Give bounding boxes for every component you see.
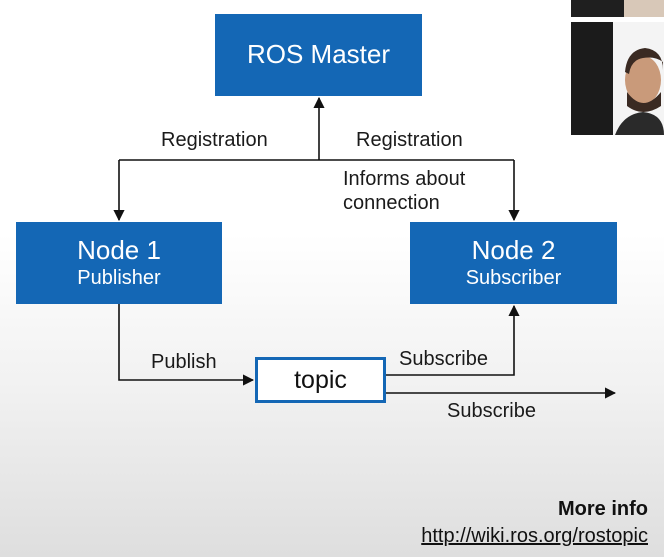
rostopic-wiki-link[interactable]: http://wiki.ros.org/rostopic [421, 525, 648, 547]
node2-title: Node 2 [471, 234, 556, 265]
node1-box: Node 1 Publisher [16, 222, 222, 304]
webcam-thumbnail-top [571, 0, 664, 17]
publish-label: Publish [151, 351, 217, 373]
registration-label-right: Registration [356, 129, 463, 151]
informs-line1: Informs about [343, 168, 466, 190]
topic-label: topic [294, 365, 347, 394]
webcam-presenter-video [571, 22, 664, 135]
informs-line2: connection [343, 192, 440, 214]
registration-label-left: Registration [161, 129, 268, 151]
topic-box: topic [255, 357, 386, 403]
ros-master-box: ROS Master [215, 14, 422, 96]
subscribe-label-node2: Subscribe [399, 348, 488, 370]
informs-label: Informs about connection [343, 167, 465, 215]
node2-box: Node 2 Subscriber [410, 222, 617, 304]
node1-role: Publisher [77, 267, 161, 290]
presenter-avatar-icon [615, 48, 664, 135]
node1-title: Node 1 [77, 234, 161, 265]
ros-master-label: ROS Master [246, 39, 391, 70]
node2-role: Subscriber [465, 267, 562, 290]
subscribe-arrow-node2 [386, 304, 520, 376]
publish-arrow [118, 304, 255, 386]
subscribe-label-other: Subscribe [447, 400, 536, 422]
more-info-heading: More info [558, 498, 648, 520]
